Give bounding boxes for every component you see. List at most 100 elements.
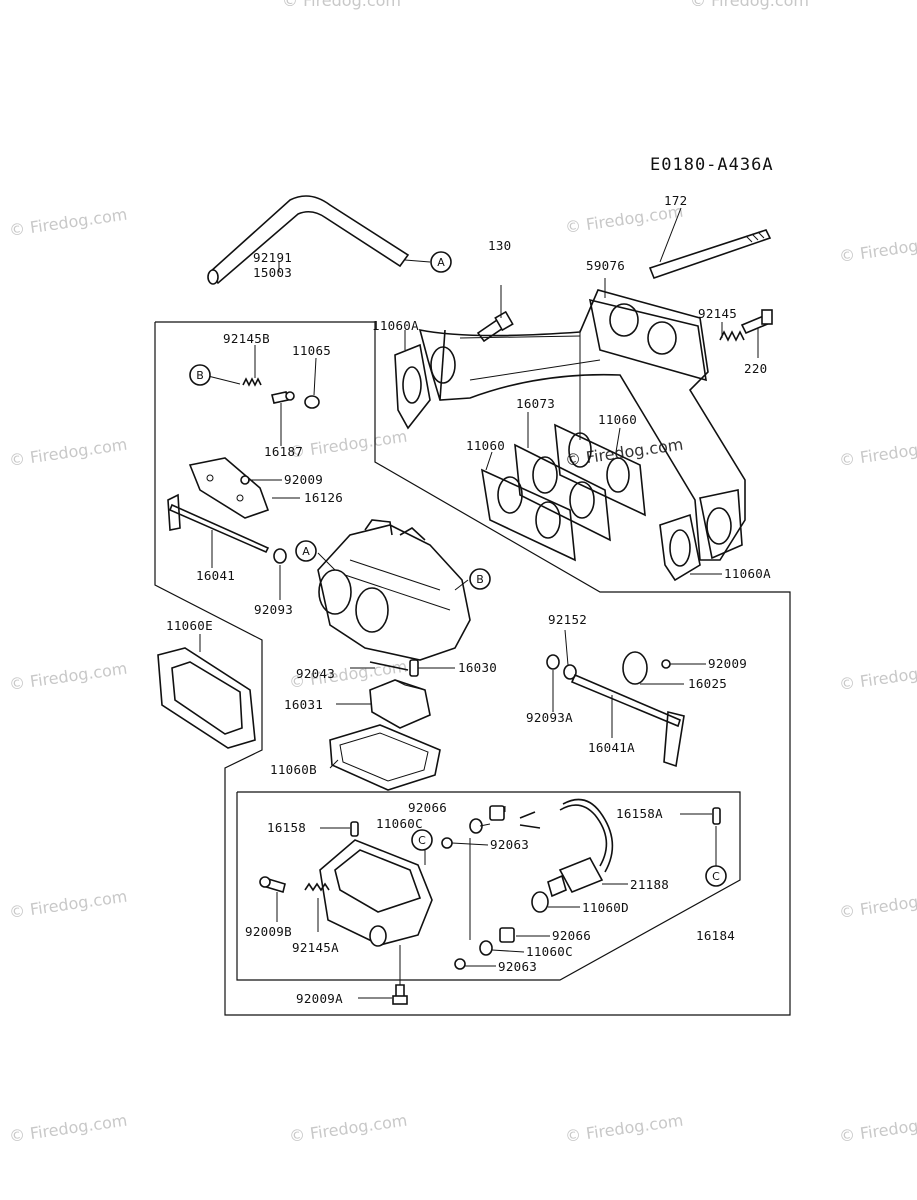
watermark: © Firedog.com (282, 0, 401, 10)
label-16184: 16184 (696, 928, 735, 943)
screw-16187 (271, 391, 295, 404)
label-92009b: 92009B (245, 924, 292, 939)
watermark: © Firedog.com (8, 1111, 128, 1146)
jet-92063-top (441, 837, 453, 849)
label-130: 130 (488, 238, 511, 253)
watermark: © Firedog.com (564, 1111, 684, 1146)
label-172: 172 (664, 193, 687, 208)
watermark: © Firedog.com (288, 427, 408, 462)
watermark: © Firedog.com (690, 0, 809, 10)
watermark: © Firedog.com (288, 1111, 408, 1146)
pin-16158a (712, 807, 721, 825)
watermark: © Firedog.com (838, 231, 917, 266)
bolt-220 (740, 309, 773, 335)
label-16158: 16158 (267, 820, 306, 835)
label-11060-upper: 11060 (598, 412, 637, 427)
float-chamber-16184 (319, 839, 433, 947)
solenoid-21188 (519, 798, 614, 898)
label-92009a: 92009A (296, 991, 343, 1006)
label-16126: 16126 (304, 490, 343, 505)
watermark: © Firedog.com (8, 887, 128, 922)
label-11065: 11065 (292, 343, 331, 358)
label-92009-right: 92009 (708, 656, 747, 671)
label-92145a: 92145A (292, 940, 339, 955)
watermark: © Firedog.com (838, 1111, 917, 1146)
float-16031 (369, 679, 431, 729)
ref-circle-b-left: B (189, 364, 211, 386)
label-92063-top: 92063 (490, 837, 529, 852)
label-11060d: 11060D (582, 900, 629, 915)
label-16041: 16041 (196, 568, 235, 583)
spring-92145a (304, 882, 330, 892)
label-92066-top: 92066 (408, 800, 447, 815)
label-59076: 59076 (586, 258, 625, 273)
jet-92066-top (489, 805, 505, 821)
plate-16025 (622, 651, 648, 685)
gasket-11060b (329, 724, 441, 791)
pin-92043 (369, 661, 409, 671)
gasket-11060-upper (554, 423, 646, 517)
screw-92009b (259, 876, 286, 894)
assembly-outline-16184 (236, 791, 741, 981)
bolt-130 (476, 310, 514, 343)
label-16158a: 16158A (616, 806, 663, 821)
watermark: © Firedog.com (8, 659, 128, 694)
label-92152: 92152 (548, 612, 587, 627)
label-92093a: 92093A (526, 710, 573, 725)
label-92066-bottom: 92066 (552, 928, 591, 943)
label-11060b: 11060B (270, 762, 317, 777)
shaft-16041 (167, 493, 270, 554)
watermarks: © Firedog.com © Firedog.com © Firedog.co… (8, 0, 917, 1146)
label-11060c-top: 11060C (376, 816, 423, 831)
svg-text:C: C (418, 834, 426, 847)
label-92145: 92145 (698, 306, 737, 321)
label-220: 220 (744, 361, 767, 376)
label-92063-bottom: 92063 (498, 959, 537, 974)
assembly-outline-15003 (154, 321, 791, 1016)
label-16073: 16073 (516, 396, 555, 411)
watermark: © Firedog.com (838, 435, 917, 470)
label-16031: 16031 (284, 697, 323, 712)
shaft-16041a (570, 673, 685, 768)
gasket-11060a-left (394, 343, 431, 430)
label-11060a-right: 11060A (724, 566, 771, 581)
seal-92093 (273, 548, 287, 564)
label-21188: 21188 (630, 877, 669, 892)
label-92009-top: 92009 (284, 472, 323, 487)
label-16041a: 16041A (588, 740, 635, 755)
ref-circle-a-top: A (430, 251, 452, 273)
carburetor-body (317, 519, 471, 661)
ref-circle-c-chamber: C (411, 829, 433, 851)
label-16187: 16187 (264, 444, 303, 459)
watermark: © Firedog.com (838, 659, 917, 694)
svg-text:A: A (302, 545, 310, 558)
screw-92009-right (661, 659, 671, 669)
watermark: © Firedog.com (8, 435, 128, 470)
hose-92191 (207, 195, 431, 285)
label-15003: 15003 (253, 265, 292, 280)
label-11060a-left: 11060A (372, 318, 419, 333)
label-11060-lower: 11060 (466, 438, 505, 453)
screw-92009a (392, 984, 408, 1005)
label-16025: 16025 (688, 676, 727, 691)
spring-92145 (719, 330, 745, 342)
ref-circle-b-body: B (469, 568, 491, 590)
label-16030: 16030 (458, 660, 497, 675)
ref-circle-a-body: A (295, 540, 317, 562)
stud-bolt-172 (648, 229, 772, 280)
label-92191: 92191 (253, 250, 292, 265)
pin-16158 (350, 821, 359, 837)
label-92145b: 92145B (223, 331, 270, 346)
seal-92093a (546, 654, 560, 670)
diagram-code: E0180-A436A (650, 155, 774, 175)
washer-92152 (563, 664, 577, 680)
leader-lines (199, 207, 759, 999)
svg-text:B: B (196, 369, 204, 382)
jet-92066-bottom (499, 927, 515, 943)
part-labels: 172 92191 15003 130 59076 92145 220 1106… (166, 193, 771, 1006)
needle-16030 (409, 659, 419, 677)
ref-circle-c-right: C (705, 865, 727, 887)
oring-11060c-bottom (479, 940, 493, 956)
